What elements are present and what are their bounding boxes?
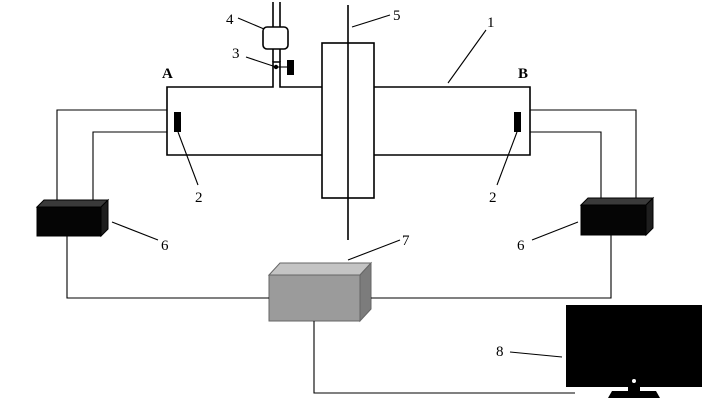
pipe-assembly [166,5,531,240]
leader-lines [111,14,579,358]
pressure-sensor-body [287,60,294,75]
pipe-left-section [166,61,322,156]
transducer-right [514,112,521,132]
callout-6-left: 6 [161,238,169,254]
label-side-b: B [518,66,528,82]
valve-body [262,26,289,50]
callout-3: 3 [232,46,240,62]
callout-2-left: 2 [195,190,203,206]
callout-1: 1 [487,15,495,31]
callout-7: 7 [402,233,410,249]
callout-5: 5 [393,8,401,24]
inlet-valve [262,2,289,62]
transducer-cables [56,109,637,200]
callout-2-right: 2 [489,190,497,206]
monitor [566,305,702,398]
label-side-a: A [162,66,173,82]
transducer-left [174,112,181,132]
callout-4: 4 [226,12,234,28]
callout-8: 8 [496,344,504,360]
amplifier-right [579,196,655,237]
callout-6-right: 6 [517,238,525,254]
pipe-right-section [374,86,531,156]
amplifier-left [35,198,110,238]
data-acquisition-unit [267,261,373,323]
signal-cables [66,235,612,394]
